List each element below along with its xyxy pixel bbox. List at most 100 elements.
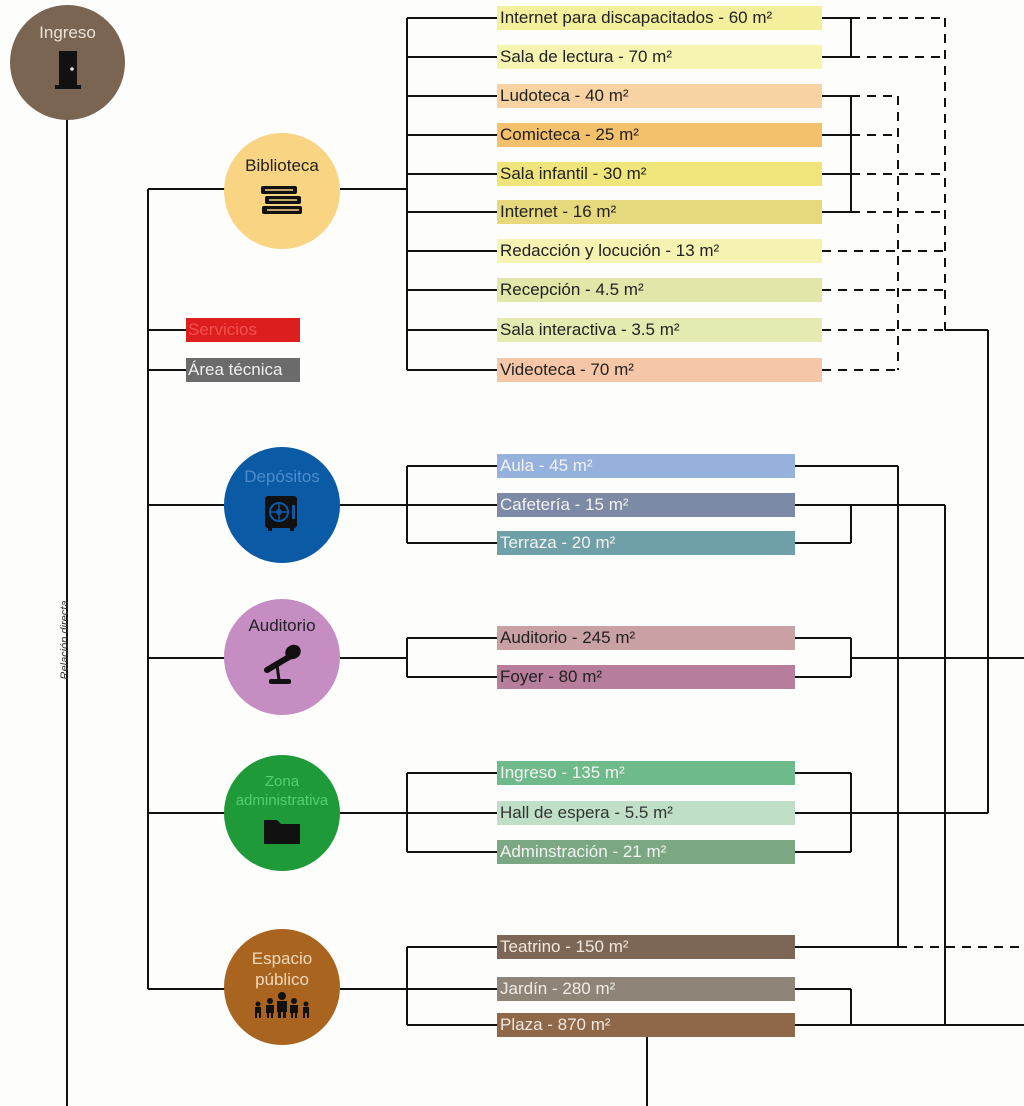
microphone-icon bbox=[259, 642, 305, 691]
room-area: 3.5 bbox=[631, 320, 679, 339]
room-area: 135 bbox=[572, 763, 625, 782]
room-name: Aula bbox=[500, 456, 535, 475]
room-name: Adminstración bbox=[500, 842, 608, 861]
safe-icon bbox=[261, 493, 303, 538]
entrance-label: Ingreso bbox=[39, 22, 96, 42]
room-name: Terraza bbox=[500, 533, 557, 552]
room-name: Sala infantil bbox=[500, 164, 588, 183]
room-biblioteca-3[interactable]: Ludoteca - 40 bbox=[497, 84, 822, 108]
room-name: Internet para discapacitados bbox=[500, 8, 714, 27]
room-espacio-publico-1[interactable]: Teatrino - 150 bbox=[497, 935, 795, 959]
room-auditorio-2[interactable]: Foyer - 80 bbox=[497, 665, 795, 689]
room-name: Cafetería bbox=[500, 495, 570, 514]
entrance-node[interactable]: Ingreso bbox=[10, 5, 125, 120]
room-name: Foyer bbox=[500, 667, 544, 686]
room-name: Plaza bbox=[500, 1015, 543, 1034]
room-area: 245 bbox=[582, 628, 635, 647]
separator: - bbox=[580, 125, 596, 144]
room-espacio-publico-3[interactable]: Plaza - 870 bbox=[497, 1013, 795, 1037]
room-area: 30 bbox=[603, 164, 646, 183]
room-area: 13 bbox=[676, 241, 719, 260]
espacio-publico-node[interactable]: Espacio público bbox=[224, 929, 340, 1045]
room-biblioteca-10[interactable]: Videoteca - 70 bbox=[497, 358, 822, 382]
room-area: 5.5 bbox=[625, 803, 673, 822]
folder-icon bbox=[262, 816, 302, 851]
room-name: Internet bbox=[500, 202, 558, 221]
room-name: Auditorio bbox=[500, 628, 568, 647]
room-biblioteca-5[interactable]: Sala infantil - 30 bbox=[497, 162, 822, 186]
books-icon bbox=[259, 182, 305, 221]
area-tecnica-label: Área técnica bbox=[188, 360, 283, 379]
separator: - bbox=[575, 360, 591, 379]
door-icon bbox=[53, 49, 83, 96]
zona-administrativa-node[interactable]: Zona administrativa bbox=[224, 755, 340, 871]
axis-label: Relación directa bbox=[59, 600, 71, 680]
servicios-tag[interactable]: Servicios bbox=[186, 318, 300, 342]
room-depositos-2[interactable]: Cafetería - 15 bbox=[497, 493, 795, 517]
separator: - bbox=[613, 47, 629, 66]
room-area: 21 bbox=[623, 842, 666, 861]
separator: - bbox=[569, 495, 586, 514]
room-name: Ingreso bbox=[500, 763, 557, 782]
separator: - bbox=[660, 241, 676, 260]
room-area: 15 bbox=[585, 495, 628, 514]
room-area: 150 bbox=[576, 937, 629, 956]
room-zona-administrativa-2[interactable]: Hall de espera - 5.5 bbox=[497, 801, 795, 825]
room-area: 70 bbox=[629, 47, 672, 66]
room-area: 40 bbox=[585, 86, 628, 105]
room-biblioteca-4[interactable]: Comicteca - 25 bbox=[497, 123, 822, 147]
separator: - bbox=[616, 320, 632, 339]
separator: - bbox=[607, 842, 623, 861]
room-biblioteca-8[interactable]: Recepción - 4.5 bbox=[497, 278, 822, 302]
espacio-publico-label: Espacio público bbox=[251, 948, 313, 989]
separator: - bbox=[713, 8, 729, 27]
room-area: 60 bbox=[729, 8, 772, 27]
separator: - bbox=[534, 456, 550, 475]
biblioteca-node[interactable]: Biblioteca bbox=[224, 133, 340, 249]
room-depositos-1[interactable]: Aula - 45 bbox=[497, 454, 795, 478]
separator: - bbox=[560, 937, 576, 956]
separator: - bbox=[556, 533, 572, 552]
room-area: 280 bbox=[562, 979, 615, 998]
auditorio-label: Auditorio bbox=[248, 616, 316, 635]
separator: - bbox=[569, 86, 586, 105]
separator: - bbox=[543, 667, 559, 686]
room-name: Recepción bbox=[500, 280, 581, 299]
separator: - bbox=[567, 628, 583, 647]
room-zona-administrativa-3[interactable]: Adminstración - 21 bbox=[497, 840, 795, 864]
room-name: Sala interactiva bbox=[500, 320, 617, 339]
depositos-label: Depósitos bbox=[244, 467, 320, 486]
separator: - bbox=[587, 164, 603, 183]
room-biblioteca-6[interactable]: Internet - 16 bbox=[497, 200, 822, 224]
room-name: Hall de espera bbox=[500, 803, 610, 822]
room-depositos-3[interactable]: Terraza - 20 bbox=[497, 531, 795, 555]
room-biblioteca-1[interactable]: Internet para discapacitados - 60 bbox=[497, 6, 822, 30]
room-area: 80 bbox=[559, 667, 602, 686]
room-auditorio-1[interactable]: Auditorio - 245 bbox=[497, 626, 795, 650]
room-espacio-publico-2[interactable]: Jardín - 280 bbox=[497, 977, 795, 1001]
room-biblioteca-7[interactable]: Redacción y locución - 13 bbox=[497, 239, 822, 263]
separator: - bbox=[580, 280, 596, 299]
room-biblioteca-2[interactable]: Sala de lectura - 70 bbox=[497, 45, 822, 69]
room-area: 20 bbox=[572, 533, 615, 552]
room-area: 870 bbox=[558, 1015, 611, 1034]
auditorio-node[interactable]: Auditorio bbox=[224, 599, 340, 715]
room-name: Videoteca bbox=[500, 360, 576, 379]
room-zona-administrativa-1[interactable]: Ingreso - 135 bbox=[497, 761, 795, 785]
biblioteca-label: Biblioteca bbox=[245, 156, 319, 175]
room-name: Redacción y locución bbox=[500, 241, 661, 260]
zona-administrativa-label: Zona administrativa bbox=[235, 772, 329, 809]
room-name: Ludoteca bbox=[500, 86, 570, 105]
depositos-node[interactable]: Depósitos bbox=[224, 447, 340, 563]
separator: - bbox=[542, 1015, 558, 1034]
separator: - bbox=[557, 202, 573, 221]
people-icon bbox=[250, 991, 314, 1023]
room-name: Sala de lectura bbox=[500, 47, 614, 66]
room-biblioteca-9[interactable]: Sala interactiva - 3.5 bbox=[497, 318, 822, 342]
room-area: 16 bbox=[573, 202, 616, 221]
separator: - bbox=[547, 979, 563, 998]
room-name: Comicteca bbox=[500, 125, 581, 144]
separator: - bbox=[556, 763, 572, 782]
area-tecnica-tag[interactable]: Área técnica bbox=[186, 358, 300, 382]
